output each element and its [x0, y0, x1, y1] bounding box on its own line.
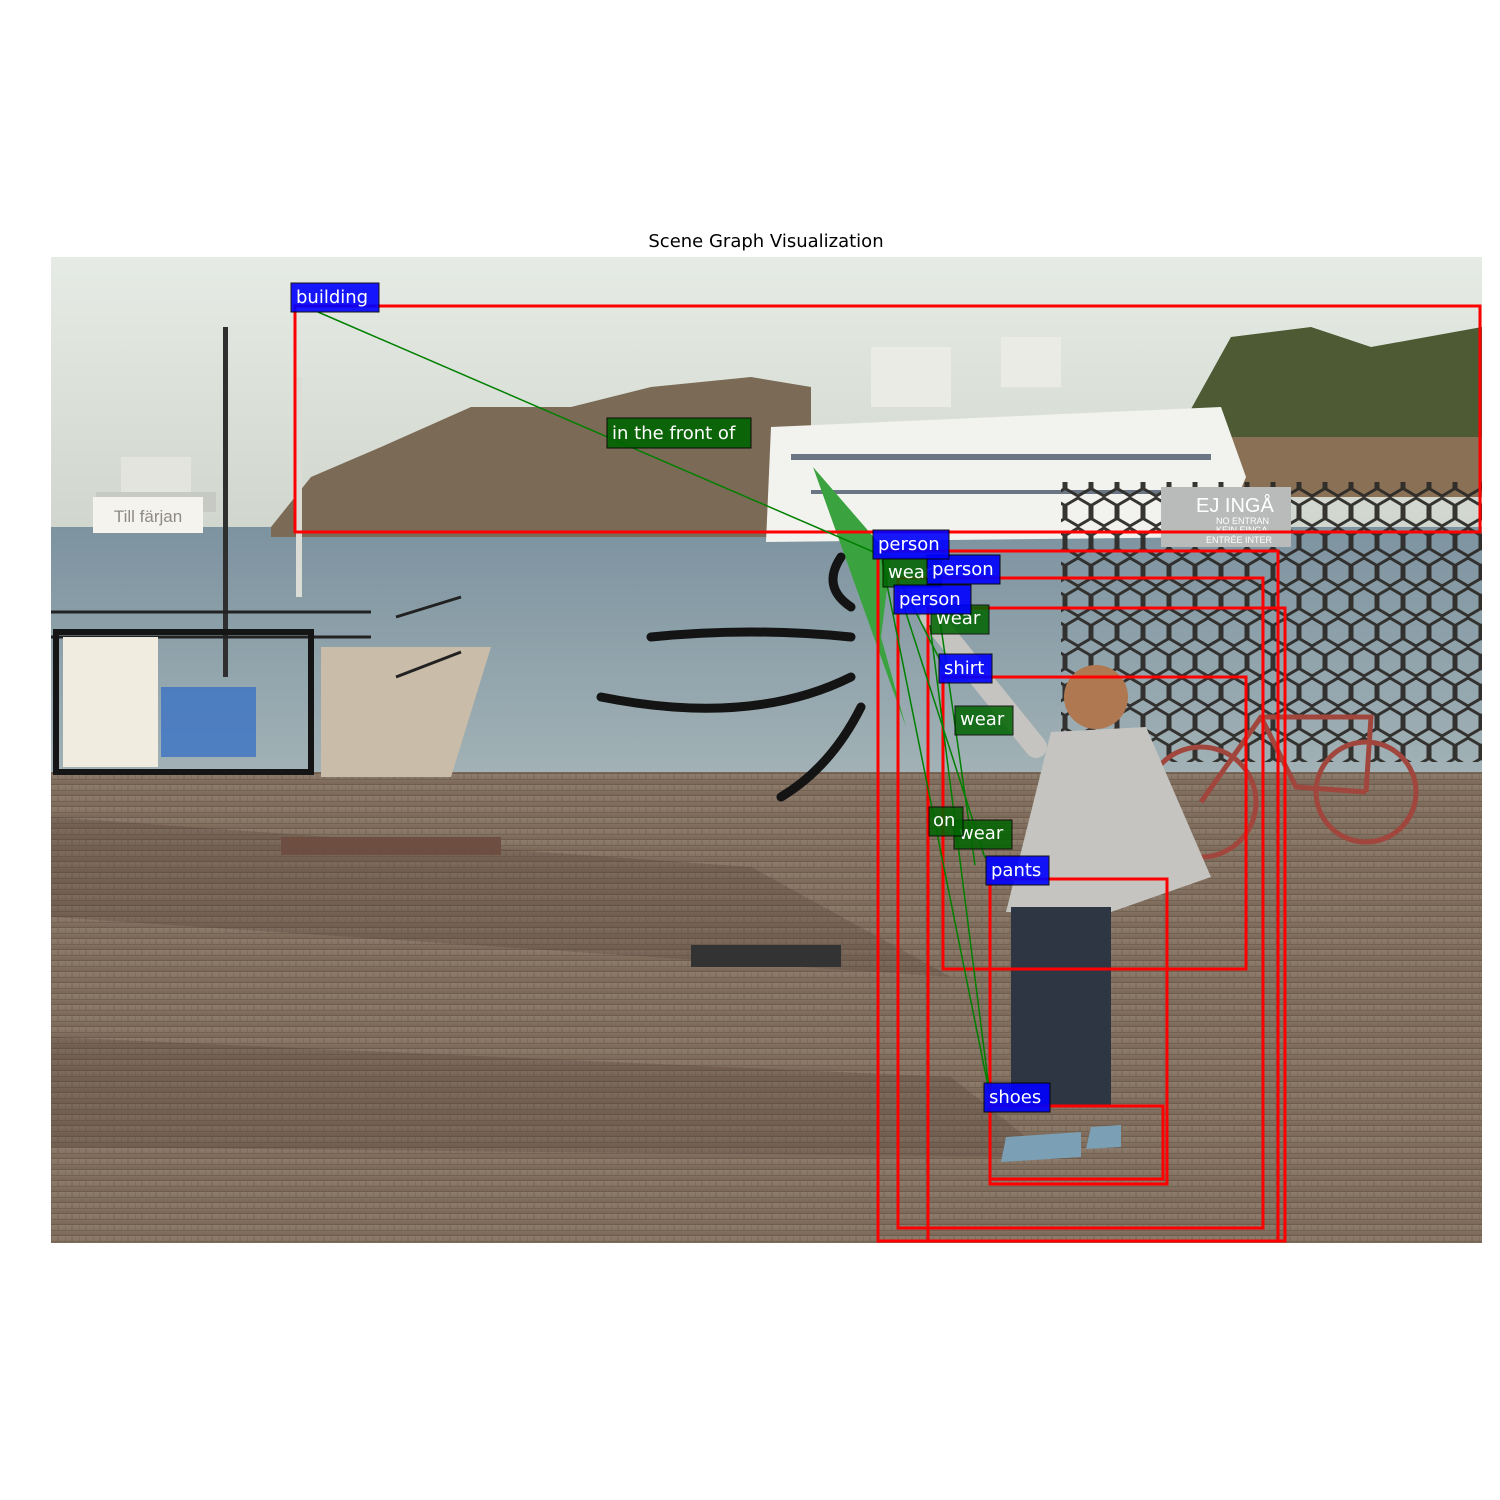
object-label-text: building: [296, 287, 368, 308]
entry-sign-line3: KEIN EINGA: [1216, 525, 1268, 535]
object-label: shirt: [938, 653, 993, 684]
object-label: pants: [985, 855, 1050, 886]
object-label-text: shirt: [944, 658, 984, 679]
relation-line: [929, 624, 991, 1097]
relation-label: on: [928, 806, 964, 837]
pants-box: [988, 877, 1169, 1186]
building-box: [293, 304, 1482, 534]
relation-labels: in the front of wear wear wear wear on: [606, 417, 1014, 850]
ferry-sign-text: Till färjan: [114, 507, 182, 526]
entry-sign-line4: ENTRÉE INTER: [1206, 535, 1273, 545]
person-box: [896, 576, 1265, 1230]
scene-photo: Till färjan EJ INGÅ NO ENTRAN KEIN EINGA…: [51, 257, 1482, 1243]
relation-label-text: wear: [959, 823, 1004, 844]
person-box: [876, 549, 1280, 1243]
object-label: person: [872, 529, 950, 560]
relation-line: [317, 311, 884, 557]
relation-label-text: on: [933, 810, 955, 831]
object-label-text: person: [932, 559, 994, 580]
object-label: building: [290, 282, 380, 313]
object-label-text: shoes: [989, 1087, 1041, 1108]
object-label: person: [926, 554, 1001, 585]
relation-label: in the front of: [606, 417, 752, 449]
figure-title: Scene Graph Visualization: [648, 231, 884, 252]
relation-label-text: in the front of: [612, 423, 736, 444]
shoes-box: [988, 1104, 1165, 1181]
bounding-boxes: [293, 304, 1482, 1243]
object-label-text: pants: [991, 860, 1041, 881]
object-label-text: person: [878, 534, 940, 555]
object-label: person: [893, 584, 972, 615]
photo-background: Till färjan EJ INGÅ NO ENTRAN KEIN EINGA…: [51, 257, 1482, 1243]
relation-label: wear: [953, 819, 1013, 850]
object-label-text: person: [899, 589, 961, 610]
relation-label-text: wear: [888, 562, 933, 583]
person-box: [926, 606, 1287, 1243]
relation-label-text: wear: [960, 709, 1005, 730]
object-labels: building person person person shirt pant…: [290, 282, 1051, 1113]
relation-line: [904, 609, 986, 859]
entry-sign-text: EJ INGÅ: [1196, 494, 1274, 517]
entry-sign-line2: NO ENTRAN: [1216, 516, 1269, 526]
object-label: shoes: [983, 1082, 1051, 1113]
relation-label: wear: [954, 705, 1014, 736]
